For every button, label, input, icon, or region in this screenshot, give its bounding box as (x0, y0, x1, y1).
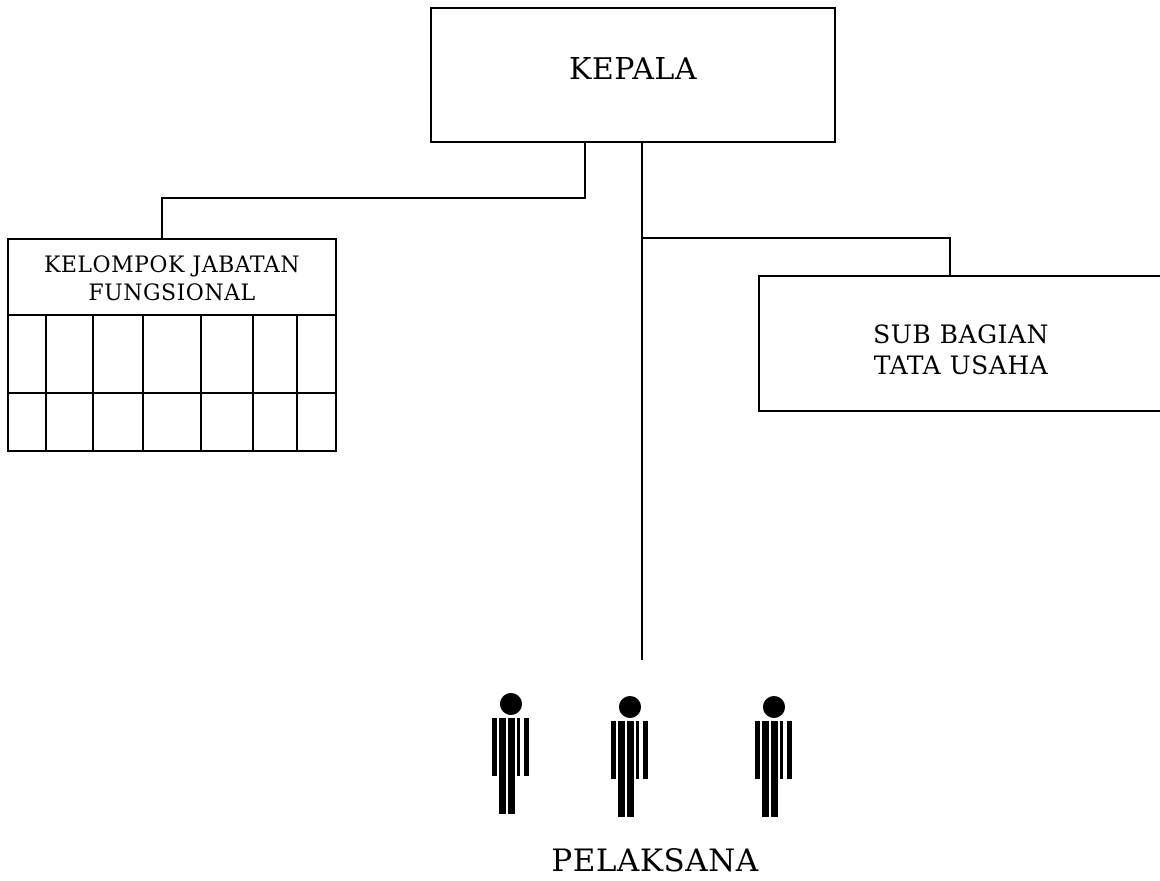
connector-admin-horizontal (641, 237, 951, 239)
functional-group-label-line2: FUNGSIONAL (88, 280, 256, 306)
head-box: KEPALA (430, 7, 836, 143)
functional-group-box: KELOMPOK JABATAN FUNGSIONAL (7, 238, 337, 452)
functional-group-label-line1: KELOMPOK JABATAN (43, 253, 301, 278)
admin-subsection-box: SUB BAGIAN TATA USAHA (758, 275, 1160, 412)
executors-label: PELAKSANA (551, 843, 759, 879)
functional-group-grid (7, 314, 337, 452)
admin-subsection-label: SUB BAGIAN TATA USAHA (760, 319, 1160, 382)
person-icon (492, 693, 529, 814)
person-icon (755, 696, 792, 817)
functional-group-label: KELOMPOK JABATAN FUNGSIONAL (9, 252, 335, 307)
head-label: KEPALA (569, 52, 697, 87)
connector-head-to-functional-vertical (584, 141, 586, 199)
admin-subsection-label-line2: TATA USAHA (873, 351, 1049, 381)
connector-functional-drop (161, 197, 163, 240)
connector-admin-drop (949, 237, 951, 277)
connector-functional-horizontal (161, 197, 586, 199)
person-icon (611, 696, 648, 817)
admin-subsection-label-line1: SUB BAGIAN (873, 320, 1049, 349)
connector-main-trunk (641, 141, 643, 660)
